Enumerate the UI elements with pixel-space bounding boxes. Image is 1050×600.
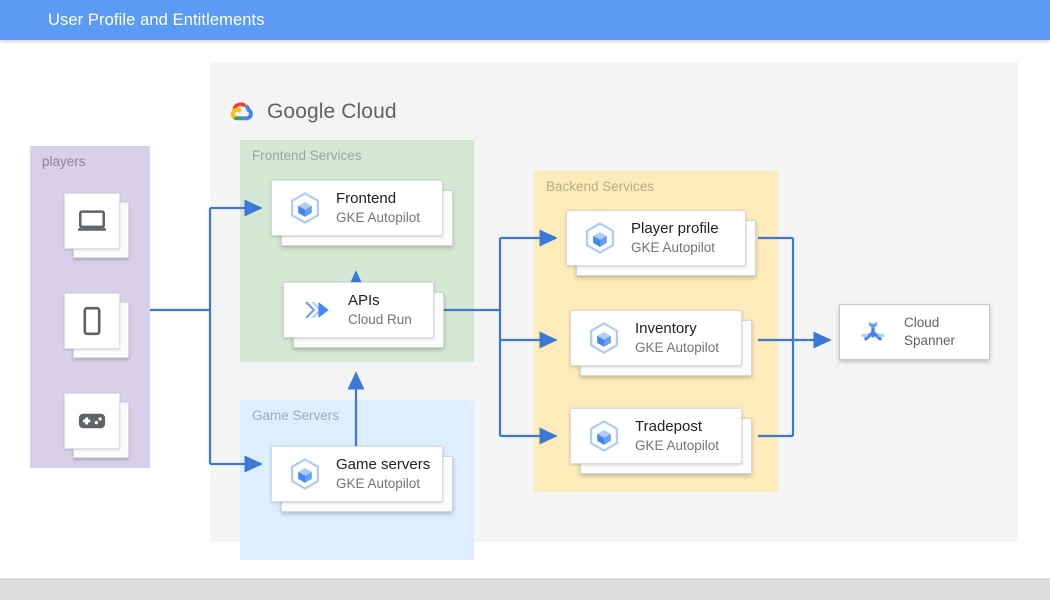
node-title: Tradepost: [635, 417, 702, 435]
cloud-run-icon: [304, 302, 329, 318]
cloud-spanner-icon: [860, 321, 886, 341]
node-subtitle: GKE Autopilot: [336, 210, 421, 226]
node-tradepost[interactable]: Tradepost GKE Autopilot: [570, 408, 752, 474]
node-player-profile[interactable]: Player profile GKE Autopilot: [566, 210, 756, 276]
node-label-group: Frontend GKE Autopilot: [336, 189, 420, 227]
group-players-label: players: [42, 154, 86, 169]
node-label-group: Cloud Spanner: [904, 314, 955, 350]
app-header-bar: User Profile and Entitlements: [0, 0, 1050, 40]
google-cloud-logo-text: Google Cloud: [267, 100, 397, 124]
node-title: Game servers: [336, 455, 431, 473]
node-card-front[interactable]: Frontend GKE Autopilot: [271, 180, 443, 236]
gke-icon: [291, 192, 319, 224]
device-card-front: [64, 193, 120, 249]
node-card-front[interactable]: Tradepost GKE Autopilot: [570, 408, 742, 464]
gke-icon: [590, 420, 618, 452]
architecture-diagram: Google Cloud players Frontend Services G…: [0, 40, 1050, 578]
node-frontend[interactable]: Frontend GKE Autopilot: [271, 180, 453, 246]
google-cloud-mark-icon: [230, 102, 253, 121]
group-game-servers-label: Game Servers: [252, 408, 340, 423]
node-subtitle: GKE Autopilot: [635, 340, 720, 356]
node-cloud-spanner[interactable]: Cloud Spanner: [839, 304, 990, 360]
node-subtitle: GKE Autopilot: [635, 438, 720, 454]
laptop-icon: [77, 210, 107, 231]
gke-icon: [586, 222, 614, 254]
logo-text-google: Google: [267, 100, 336, 123]
device-laptop: [64, 193, 129, 258]
node-title: Player profile: [631, 219, 719, 237]
node-label-group: Inventory GKE Autopilot: [635, 319, 719, 357]
node-game-servers[interactable]: Game servers GKE Autopilot: [271, 446, 453, 512]
node-label-group: Player profile GKE Autopilot: [631, 219, 719, 257]
node-inventory[interactable]: Inventory GKE Autopilot: [570, 310, 752, 376]
device-card-front: [64, 293, 120, 349]
node-title: Inventory: [635, 319, 697, 337]
node-subtitle: GKE Autopilot: [631, 240, 716, 256]
gke-icon: [590, 322, 618, 354]
node-card-front[interactable]: Inventory GKE Autopilot: [570, 310, 742, 366]
node-apis[interactable]: APIs Cloud Run: [283, 282, 444, 348]
gamepad-icon: [78, 413, 106, 429]
page-title: User Profile and Entitlements: [48, 11, 265, 29]
node-subtitle: GKE Autopilot: [336, 476, 421, 492]
gke-icon: [291, 458, 319, 490]
device-phone: [64, 293, 129, 358]
node-title: Frontend: [336, 189, 397, 207]
node-card-front[interactable]: Player profile GKE Autopilot: [566, 210, 746, 266]
node-card-front[interactable]: Game servers GKE Autopilot: [271, 446, 443, 502]
node-title: Cloud: [904, 314, 940, 330]
node-subtitle: Spanner: [904, 333, 956, 348]
device-controller: [64, 393, 129, 458]
device-card-front: [64, 393, 120, 449]
phone-icon: [83, 306, 101, 336]
node-label-group: Game servers GKE Autopilot: [336, 455, 430, 493]
node-label-group: APIs Cloud Run: [348, 291, 412, 329]
node-subtitle: Cloud Run: [348, 312, 412, 328]
google-cloud-logo: Google Cloud: [228, 96, 397, 128]
node-title: APIs: [348, 291, 380, 309]
node-card-front[interactable]: APIs Cloud Run: [283, 282, 434, 338]
bottom-strip: [0, 578, 1050, 600]
group-backend-label: Backend Services: [546, 179, 655, 194]
node-label-group: Tradepost GKE Autopilot: [635, 417, 719, 455]
logo-text-cloud: Cloud: [341, 100, 397, 123]
group-frontend-label: Frontend Services: [252, 148, 362, 163]
